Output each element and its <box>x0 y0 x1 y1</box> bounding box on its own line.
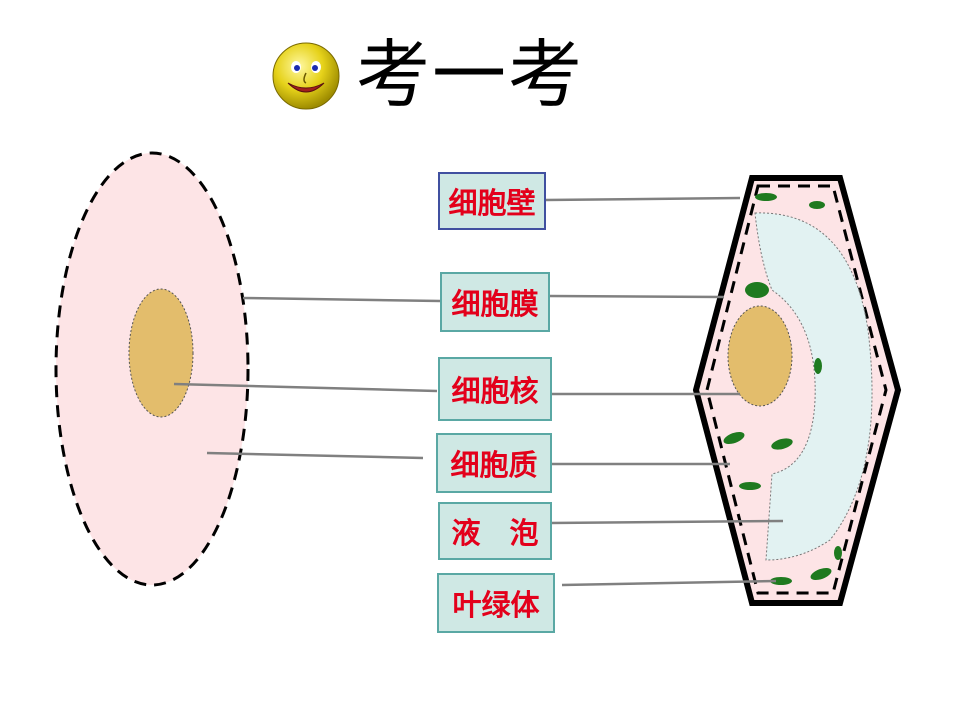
leader-line-chloroplast <box>561 579 777 587</box>
title-area: 考一考 <box>270 20 584 130</box>
leader-line-cytoplasm-animal <box>206 451 424 460</box>
label-chloroplast: 叶绿体 <box>437 573 555 633</box>
chloroplast <box>739 482 761 490</box>
leader-lines <box>173 196 784 587</box>
label-cell-wall: 细胞壁 <box>438 172 546 230</box>
chloroplast <box>755 193 777 201</box>
label-cell-membrane: 细胞膜 <box>440 272 550 332</box>
plant-cell-nucleus <box>727 305 793 407</box>
leader-line-cell-wall <box>544 196 741 202</box>
plant-cell <box>692 175 902 606</box>
animal-cell-nucleus <box>128 288 194 418</box>
chloroplast <box>770 577 792 585</box>
chloroplast <box>810 567 832 581</box>
chloroplasts <box>723 193 842 585</box>
leader-line-membrane-animal <box>242 296 441 303</box>
chloroplast <box>814 358 822 374</box>
chloroplast <box>771 438 793 450</box>
label-cytoplasm: 细胞质 <box>436 433 552 493</box>
leader-line-nucleus-animal <box>173 382 438 393</box>
chloroplast <box>834 546 842 560</box>
chloroplast <box>809 201 825 209</box>
leader-line-membrane-plant <box>549 294 725 299</box>
chloroplast <box>745 282 769 298</box>
animal-cell <box>54 151 250 587</box>
leader-line-vacuole <box>549 519 784 525</box>
page-title: 考一考 <box>356 32 584 118</box>
plant-cell-vacuole <box>754 212 873 561</box>
label-vacuole: 液 泡 <box>438 502 552 560</box>
smiley-face-icon <box>272 42 340 110</box>
chloroplast <box>723 431 745 445</box>
label-nucleus: 细胞核 <box>438 357 552 421</box>
